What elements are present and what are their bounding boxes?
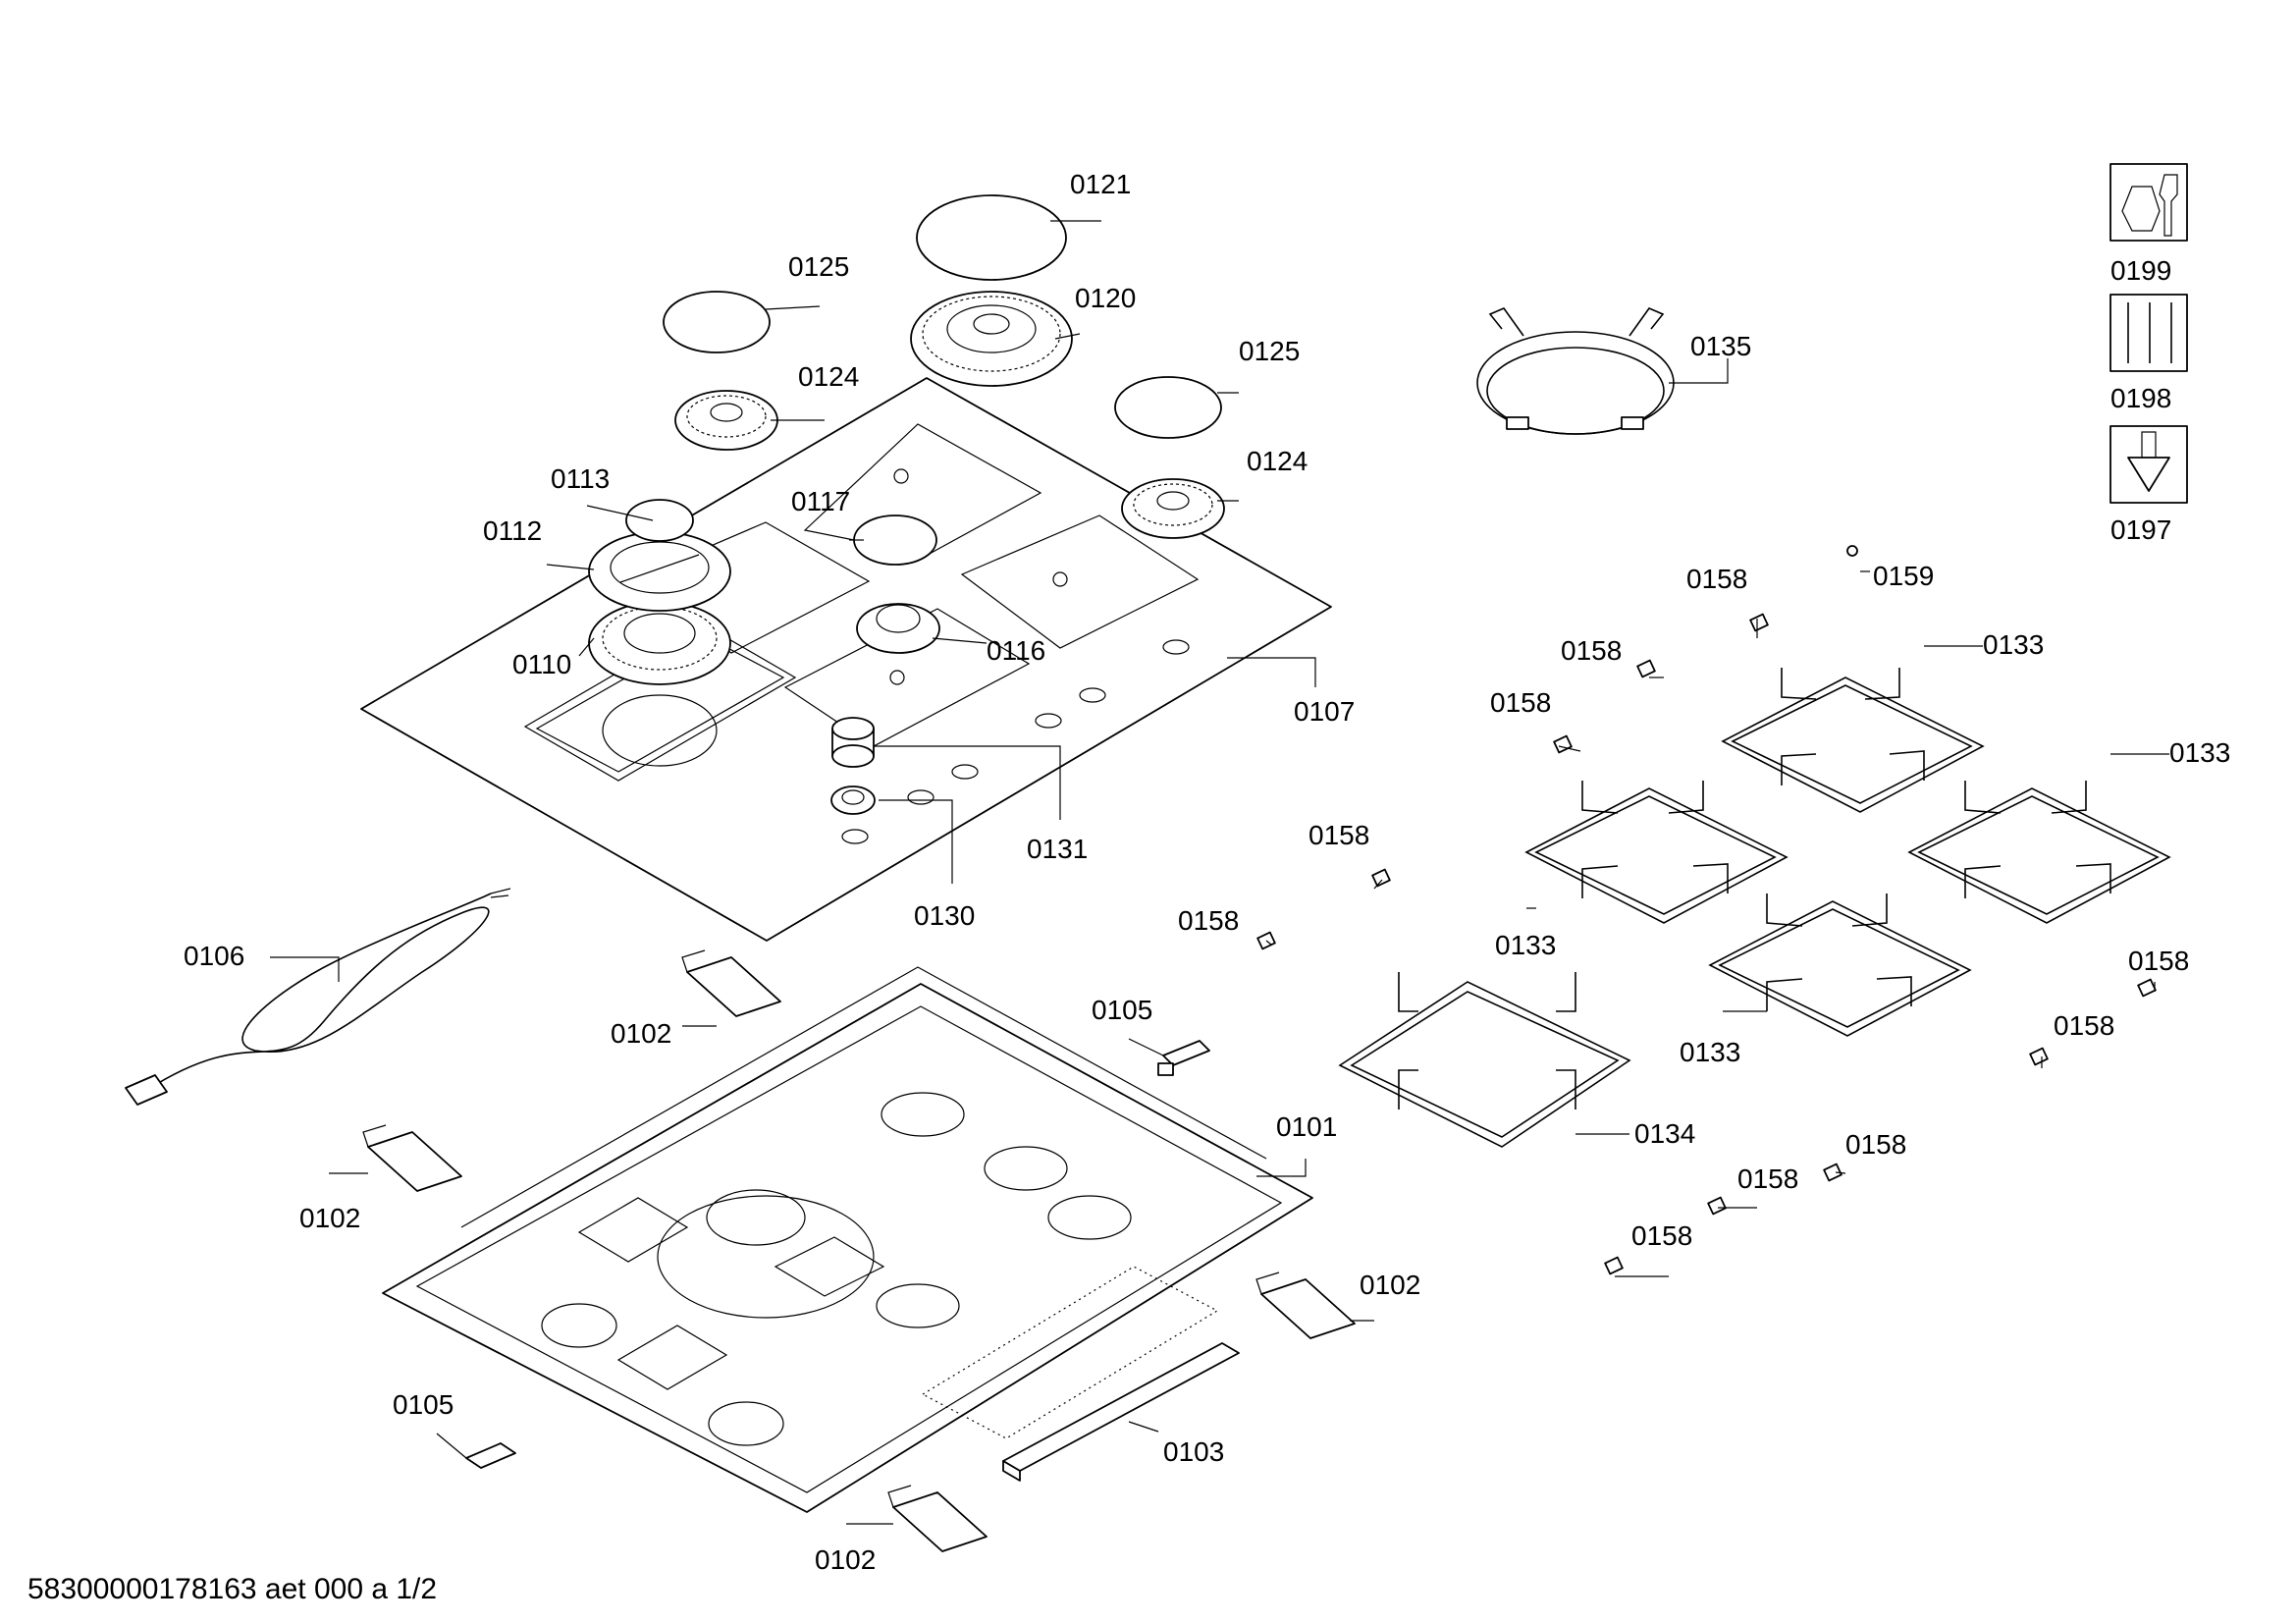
pan-support-0134 — [1338, 972, 1631, 1148]
pan-support-0133-top — [1721, 668, 1985, 813]
label-0102-d: 0102 — [815, 1544, 876, 1575]
label-0158-j: 0158 — [1631, 1220, 1692, 1251]
label-0158-f: 0158 — [2128, 946, 2189, 976]
burner-cap-0125-left — [663, 291, 771, 353]
label-0110: 0110 — [512, 649, 571, 679]
clip-0105-a — [1157, 1040, 1210, 1076]
label-0116: 0116 — [987, 635, 1045, 666]
label-0102-c: 0102 — [1360, 1270, 1420, 1300]
label-0124-right: 0124 — [1247, 446, 1308, 476]
pan-support-0133-left — [1524, 781, 1789, 924]
label-0113: 0113 — [551, 463, 610, 494]
label-0158-b: 0158 — [1561, 635, 1622, 666]
hob-top-plate — [360, 377, 1332, 942]
label-0102-a: 0102 — [611, 1018, 671, 1049]
label-0198: 0198 — [2110, 383, 2171, 413]
label-0121: 0121 — [1070, 169, 1131, 199]
label-0106: 0106 — [184, 941, 244, 971]
wok-burner-assembly — [588, 499, 731, 685]
burner-cap-0125-right — [1114, 376, 1222, 439]
burner-0124-right — [1121, 478, 1225, 539]
rubber-feet-0158 — [1256, 613, 2157, 1275]
label-0124-left: 0124 — [798, 361, 859, 392]
label-0117: 0117 — [791, 486, 850, 516]
wok-support-0135 — [1476, 307, 1675, 435]
label-0131: 0131 — [1027, 834, 1088, 864]
clip-0105-b — [465, 1442, 516, 1469]
label-0133-c: 0133 — [1495, 930, 1556, 960]
small-part-0159 — [1846, 545, 1858, 557]
label-0134: 0134 — [1634, 1118, 1695, 1149]
label-0102-b: 0102 — [299, 1203, 360, 1233]
pan-support-0133-bottom — [1708, 893, 1972, 1037]
label-0105-b: 0105 — [393, 1389, 454, 1420]
label-0103: 0103 — [1163, 1436, 1224, 1467]
knob-bezel-0130 — [830, 785, 876, 815]
label-0133-a: 0133 — [1983, 629, 2044, 660]
pan-support-0133-right — [1907, 781, 2171, 924]
burner-0124-left — [674, 390, 778, 451]
power-cable-0106 — [125, 888, 511, 1106]
bottom-tray-0101 — [382, 966, 1313, 1513]
bracket-0102-d — [887, 1485, 988, 1552]
burner-cap-0121 — [916, 194, 1067, 281]
burner-0120 — [910, 291, 1073, 387]
bracket-0102-b — [362, 1124, 462, 1192]
label-0158-d: 0158 — [1308, 820, 1369, 850]
screws-icon — [2109, 294, 2188, 372]
label-0199: 0199 — [2110, 255, 2171, 286]
leader-lines — [270, 220, 2169, 1525]
label-0130: 0130 — [914, 900, 975, 931]
tools-icon — [2109, 163, 2188, 242]
label-0158-h: 0158 — [1845, 1129, 1906, 1160]
label-0158-g: 0158 — [2054, 1010, 2114, 1041]
label-0133-d: 0133 — [1680, 1037, 1740, 1067]
label-0133-b: 0133 — [2169, 737, 2230, 768]
label-0159: 0159 — [1873, 561, 1934, 591]
label-0158-a: 0158 — [1686, 564, 1747, 594]
label-0158-c: 0158 — [1490, 687, 1551, 718]
label-0125-right: 0125 — [1239, 336, 1300, 366]
bracket-0102-c — [1255, 1272, 1356, 1339]
label-0135: 0135 — [1690, 331, 1751, 361]
label-0101: 0101 — [1276, 1111, 1337, 1142]
callout-labels: 0121 0125 0120 0125 0124 0124 0113 0117 … — [184, 169, 2230, 1575]
burner-cap-0117 — [853, 514, 937, 566]
fastener-icon — [2109, 425, 2188, 504]
label-0125-left: 0125 — [788, 251, 849, 282]
label-0120: 0120 — [1075, 283, 1136, 313]
bracket-0102-a — [681, 949, 781, 1017]
control-knob-0131 — [831, 717, 875, 768]
label-0105-a: 0105 — [1092, 995, 1152, 1025]
label-0112: 0112 — [483, 515, 542, 546]
seal-strip-0103 — [1002, 1342, 1240, 1482]
burner-0116 — [856, 603, 940, 654]
label-0107: 0107 — [1294, 696, 1355, 727]
document-id-footer: 58300000178163 aet 000 a 1/2 — [27, 1573, 437, 1605]
label-0197: 0197 — [2110, 514, 2171, 545]
label-0158-i: 0158 — [1737, 1164, 1798, 1194]
label-0158-e: 0158 — [1178, 905, 1239, 936]
